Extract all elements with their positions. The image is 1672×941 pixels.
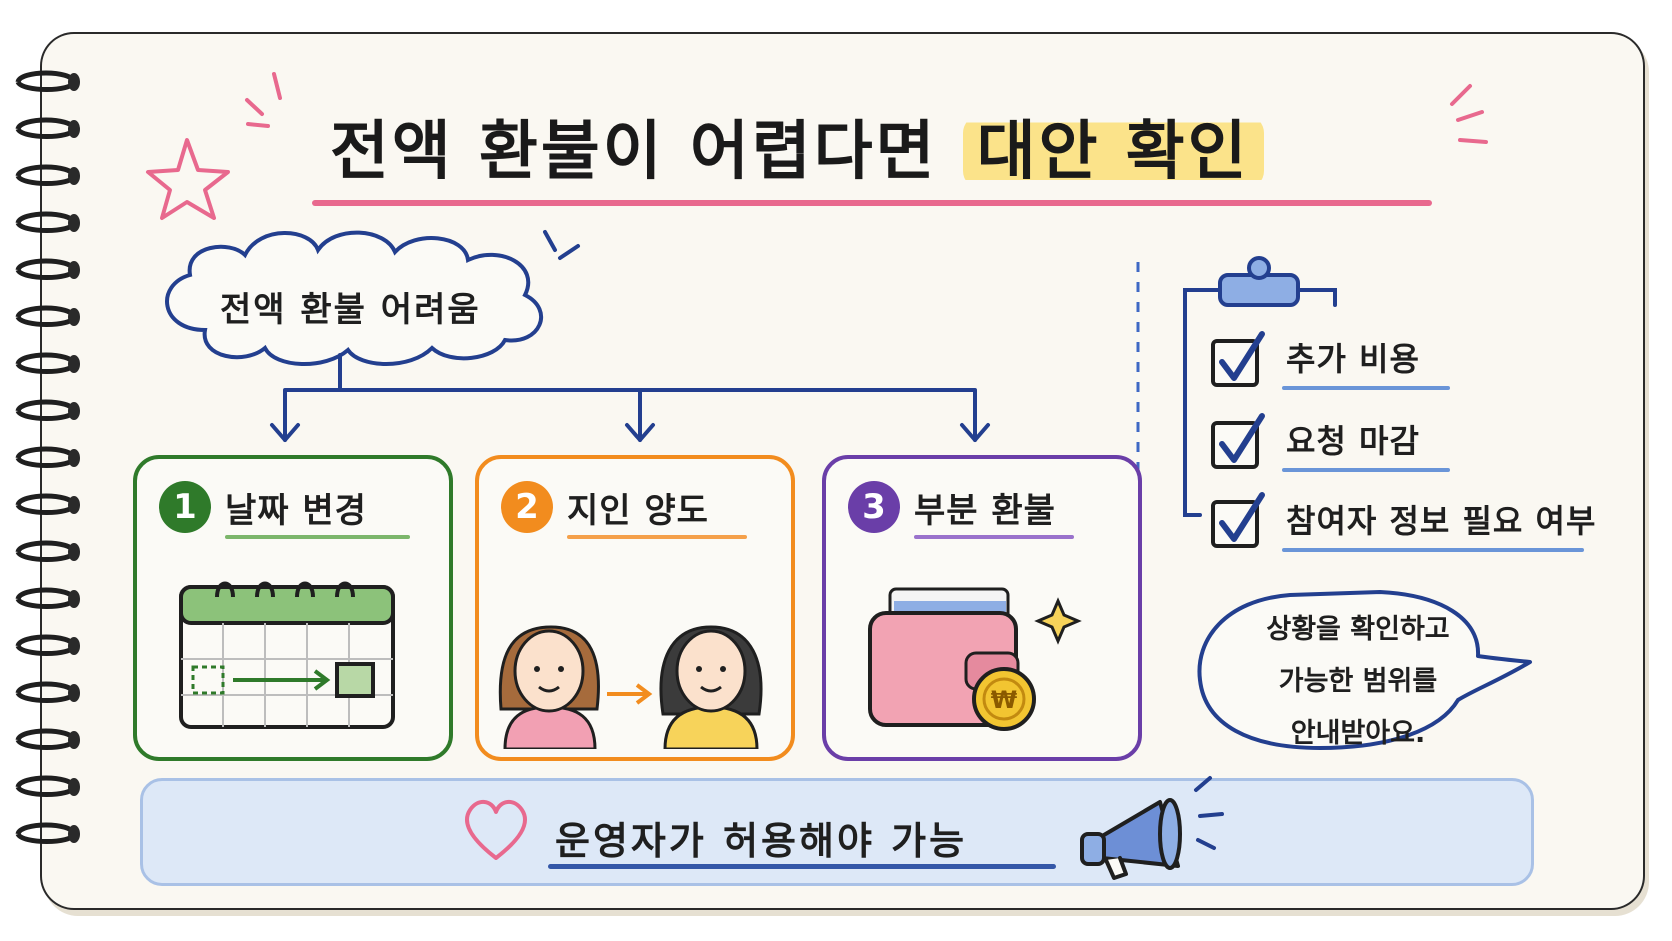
option-underline [225,535,410,539]
spiral-hole [68,261,80,279]
option-underline [914,535,1074,539]
spiral-hole [68,73,80,91]
spiral-hole [68,120,80,138]
spiral-binding [15,70,80,844]
megaphone-icon [1080,776,1224,880]
checklist-underline [1282,386,1450,390]
option-card-date-change: 1 날짜 변경 [133,455,453,761]
flow-arrows [270,353,990,442]
option-number-badge: 3 [848,481,900,533]
option-card-partial-refund: 3 부분 환불 ₩ [822,455,1142,761]
bubble-line: 가능한 범위를 [1278,666,1438,697]
checklist-item: 참여자 정보 필요 여부 [1286,502,1597,540]
spiral-hole [68,402,80,420]
spiral-hole [68,637,80,655]
spiral-hole [68,308,80,326]
checklist-item: 추가 비용 [1286,340,1420,378]
option-number-badge: 2 [501,481,553,533]
svg-text:₩: ₩ [991,686,1018,714]
star-icon [146,138,230,220]
checklist-underline [1282,548,1584,552]
option-card-transfer: 2 지인 양도 [475,455,795,761]
spiral-hole [68,778,80,796]
spiral-hole [68,825,80,843]
option-label: 날짜 변경 [225,491,367,531]
check-icon [1219,492,1265,542]
checklist-underline [1282,468,1450,472]
spiral-hole [68,543,80,561]
people-transfer-icon [498,625,763,749]
spiral-hole [68,684,80,702]
spiral-hole [68,449,80,467]
wallet-icon: ₩ [868,587,1082,731]
banner-text: 운영자가 허용해야 가능 [555,819,968,863]
speech-bubble-text: 상황을 확인하고 가능한 범위를 안내받아요. [1228,604,1488,760]
bubble-line: 상황을 확인하고 [1266,614,1450,645]
option-label: 부분 환불 [914,491,1056,531]
calendar-icon [179,581,395,729]
person-left [498,625,600,749]
spiral-hole [68,214,80,232]
check-icon [1219,413,1265,463]
sparkle-lines-left [245,72,282,128]
spiral-hole [68,355,80,373]
heart-icon [465,800,527,860]
cloud-accent-lines [543,230,580,260]
option-label: 지인 양도 [567,491,709,531]
spiral-hole [68,496,80,514]
page-title: 전액 환불이 어렵다면 대안 확인 [330,100,1410,192]
clipboard-icon [1183,256,1337,517]
person-right [659,625,763,749]
title-underline [312,200,1432,206]
spiral-hole [68,167,80,185]
cloud-label: 전액 환불 어려움 [220,290,481,330]
sparkle-lines-right [1450,84,1488,144]
check-icon [1219,331,1265,381]
banner-underline [548,864,1056,869]
spiral-hole [68,731,80,749]
option-number-badge: 1 [159,481,211,533]
bubble-line: 안내받아요. [1290,718,1426,749]
checklist-item: 요청 마감 [1286,422,1420,460]
title-highlight: 대안 확인 [962,115,1264,189]
title-main: 전액 환불이 어렵다면 [330,115,938,189]
spiral-hole [68,590,80,608]
option-underline [567,535,747,539]
